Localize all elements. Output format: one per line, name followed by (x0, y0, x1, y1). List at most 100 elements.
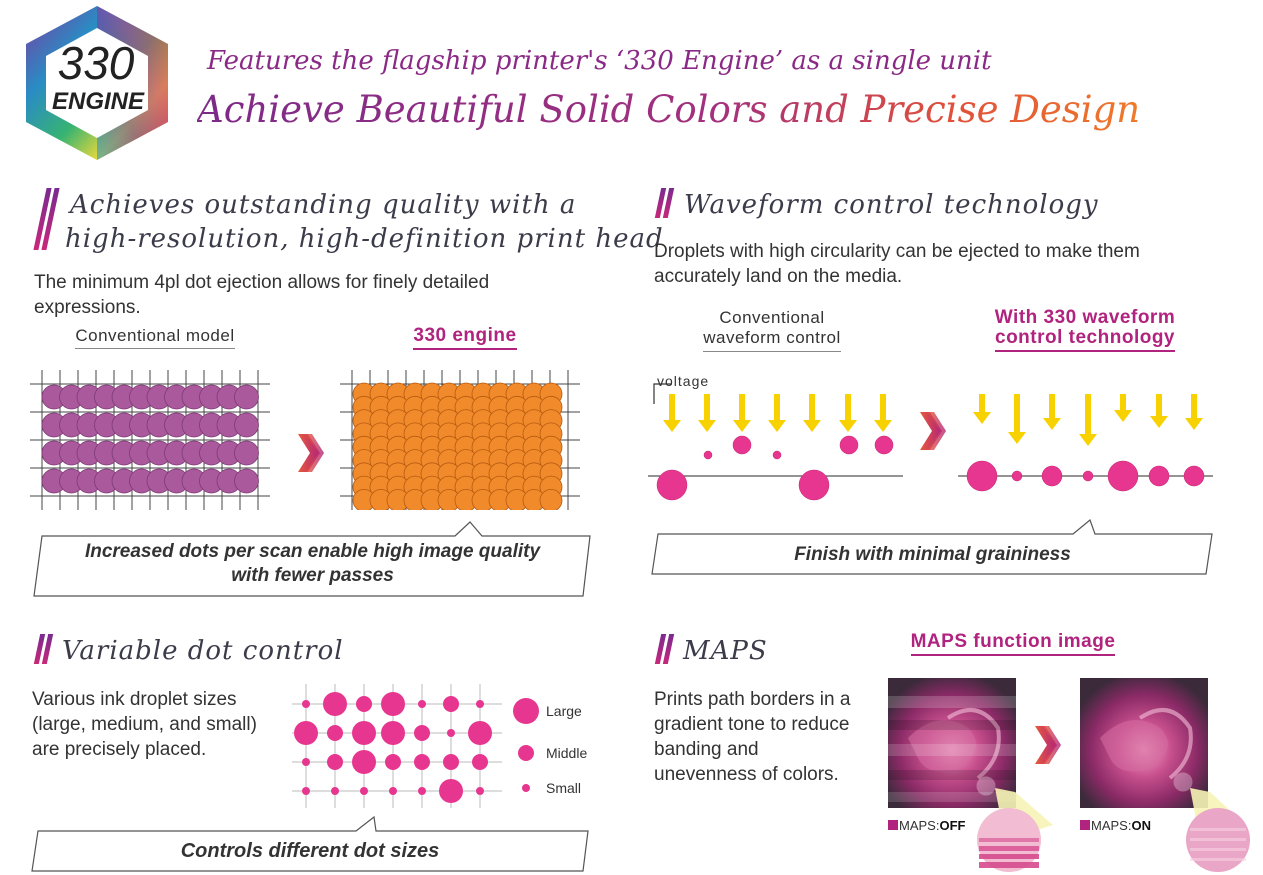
arrow-head (874, 420, 892, 432)
maps-on-label: MAPS:ON (1091, 818, 1151, 833)
chevron-right-icon (920, 412, 946, 450)
section-body-variable-1: Various ink droplet sizes (32, 689, 237, 710)
ink-dot (302, 787, 310, 795)
ink-dot (381, 692, 405, 716)
maps-image-title: MAPS function image (888, 631, 1138, 656)
arrow-down-icon (1049, 394, 1055, 420)
arrow-down-icon (1085, 394, 1091, 436)
ink-droplet (1183, 465, 1205, 487)
section-title-variable: Variable dot control (62, 636, 344, 666)
callout-variable: Controls different dot sizes (180, 840, 440, 862)
section-title-waveform: Waveform control technology (684, 190, 1099, 220)
ink-dot (443, 696, 459, 712)
callout-head-2: with fewer passes (231, 565, 394, 586)
chevron-right-icon (1035, 726, 1061, 764)
ink-dot (414, 754, 430, 770)
ink-droplet (1041, 465, 1063, 487)
voltage-bracket (653, 383, 672, 404)
section-body-maps-3: banding and (654, 739, 759, 760)
ink-dot (418, 700, 426, 708)
legend-large: Large (546, 703, 582, 719)
ink-dot (468, 721, 492, 745)
ink-dot (447, 729, 455, 737)
arrow-head (1150, 416, 1168, 428)
maps-on-marker (1080, 820, 1090, 830)
chevron-right-icon (298, 434, 324, 472)
arrow-head (1114, 410, 1132, 422)
ink-dot (327, 725, 343, 741)
header-title: Achieve Beautiful Solid Colors and Preci… (197, 88, 1141, 131)
variable-dot-grid (292, 684, 502, 808)
ink-dot (539, 489, 563, 510)
ink-droplet (874, 435, 894, 455)
ink-droplet (1011, 470, 1023, 482)
ink-dot (352, 750, 376, 774)
maps-off-marker (888, 820, 898, 830)
legend-middle: Middle (546, 745, 588, 761)
ink-dot (439, 779, 463, 803)
callout-waveform: Finish with minimal graininess (794, 544, 1071, 565)
ink-dot (389, 787, 397, 795)
ink-dot (443, 754, 459, 770)
flower-image-maps-on (1080, 678, 1208, 808)
ink-dot (234, 468, 259, 494)
section-body-maps-4: unevenness of colors. (654, 764, 839, 785)
arrow-down-icon (1156, 394, 1162, 418)
ink-droplet (839, 435, 859, 455)
label-conventional-waveform: Conventional waveform control (672, 308, 872, 352)
magnifier-zoom-on (1186, 788, 1250, 872)
waveform-diagram-330 (958, 394, 1213, 492)
arrow-down-icon (739, 394, 745, 422)
section-body-variable-3: are precisely placed. (32, 739, 207, 760)
arrow-head (768, 420, 786, 432)
callout-box (31, 815, 589, 872)
dot-grid-conventional (30, 370, 270, 510)
voltage-label: voltage (657, 373, 710, 389)
ink-dot (360, 787, 368, 795)
maps-off-label: MAPS:OFF (899, 818, 966, 833)
section-body-maps-2: gradient tone to reduce (654, 714, 850, 735)
arrow-down-icon (880, 394, 886, 422)
section-body-waveform-1: Droplets with high circularity can be ej… (654, 241, 1140, 262)
ink-dot (327, 754, 343, 770)
callout-box (651, 518, 1213, 575)
ink-dot (356, 696, 372, 712)
arrow-head (733, 420, 751, 432)
arrow-head (1008, 432, 1026, 444)
arrow-down-icon (774, 394, 780, 422)
ink-dot (234, 440, 259, 466)
section-body-waveform-2: accurately land on the media. (654, 266, 903, 287)
ink-droplet (703, 450, 713, 460)
legend-dots (513, 698, 539, 792)
label-330-waveform: With 330 waveform control technology (960, 308, 1210, 352)
ink-dot (385, 754, 401, 770)
callout-head-1: Increased dots per scan enable high imag… (84, 541, 541, 562)
arrow-head (663, 420, 681, 432)
ink-droplet (798, 469, 830, 501)
arrow-down-icon (704, 394, 710, 422)
arrow-down-icon (1120, 394, 1126, 412)
arrow-down-icon (1191, 394, 1197, 420)
ink-dot (234, 384, 259, 410)
arrow-head (1185, 418, 1203, 430)
arrow-head (973, 412, 991, 424)
section-title-maps: MAPS (683, 636, 768, 666)
ink-droplet (1082, 470, 1094, 482)
ink-dot (234, 412, 259, 438)
ink-dot (418, 787, 426, 795)
ink-dot (414, 725, 430, 741)
label-conventional-model: Conventional model (60, 326, 250, 349)
ink-dot (323, 692, 347, 716)
ink-dot (476, 700, 484, 708)
waveform-diagram-conventional (648, 394, 903, 501)
section-body-head-1: The minimum 4pl dot ejection allows for … (34, 272, 490, 293)
ink-dot (331, 787, 339, 795)
logo-number: 330 (57, 37, 135, 89)
ink-dot (302, 700, 310, 708)
ink-dot (302, 758, 310, 766)
ink-droplet (772, 450, 782, 460)
ink-droplet (1107, 460, 1139, 492)
section-body-head-2: expressions. (34, 297, 141, 318)
dot-grid-330 (340, 370, 580, 510)
engine-logo: 330 ENGINE (16, 2, 178, 164)
